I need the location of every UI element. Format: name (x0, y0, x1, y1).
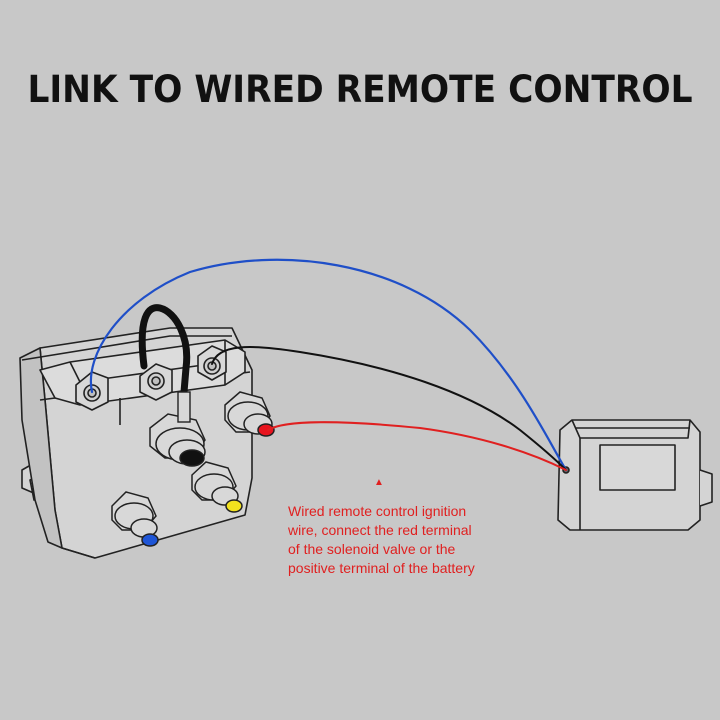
red-terminal (224, 391, 275, 437)
note-line: positive terminal of the battery (288, 560, 475, 576)
yellow-terminal (191, 461, 243, 513)
front-terminals (111, 391, 275, 547)
note-marker: ▲ (374, 477, 384, 488)
remote-connector (557, 419, 713, 531)
blue-terminal (111, 491, 159, 547)
wires (89, 258, 568, 472)
note-line: of the solenoid valve or the (288, 541, 456, 557)
black-terminal (149, 413, 206, 467)
diagram-title: LINK TO WIRED REMOTE CONTROL (27, 68, 693, 111)
note-line: wire, connect the red terminal (288, 522, 472, 538)
ignition-wire-note: Wired remote control ignition wire, conn… (288, 502, 548, 578)
blue-wire (89, 258, 568, 472)
black-wire (211, 346, 567, 471)
black-jumper-wire (138, 304, 191, 396)
note-line: Wired remote control ignition (288, 503, 467, 519)
red-wire (267, 421, 567, 471)
